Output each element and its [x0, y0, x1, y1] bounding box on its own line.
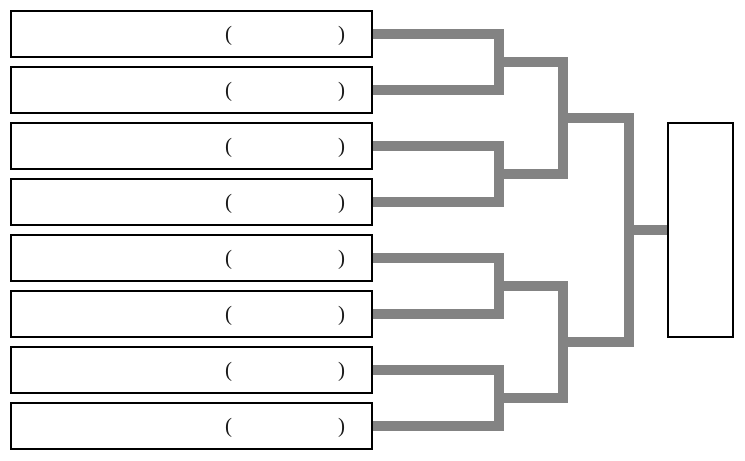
connector-match4-winner-line	[504, 393, 568, 403]
open-paren: (	[225, 413, 232, 438]
open-paren: (	[225, 245, 232, 270]
connector-semifinal-bottom-vertical	[558, 281, 568, 403]
participant-slot-8: ( )	[10, 402, 373, 450]
open-paren: (	[225, 357, 232, 382]
open-paren: (	[225, 189, 232, 214]
connector-slot6-stub	[373, 309, 504, 319]
close-paren: )	[338, 245, 345, 270]
open-paren: (	[225, 133, 232, 158]
champion-box	[667, 122, 734, 338]
connector-match1-vertical	[494, 29, 504, 95]
open-paren: (	[225, 21, 232, 46]
connector-slot5-stub	[373, 253, 504, 263]
close-paren: )	[338, 189, 345, 214]
connector-match3-vertical	[494, 253, 504, 319]
participant-slot-7: ( )	[10, 346, 373, 394]
connector-slot4-stub	[373, 197, 504, 207]
connector-semifinal-top-vertical	[558, 57, 568, 179]
connector-slot2-stub	[373, 85, 504, 95]
open-paren: (	[225, 77, 232, 102]
connector-match2-vertical	[494, 141, 504, 207]
connector-match1-winner-line	[504, 57, 568, 67]
open-paren: (	[225, 301, 232, 326]
participant-slot-1: ( )	[10, 10, 373, 58]
connector-semifinal-top-winner-line	[568, 113, 634, 123]
close-paren: )	[338, 357, 345, 382]
participant-slot-6: ( )	[10, 290, 373, 338]
connector-match3-winner-line	[504, 281, 568, 291]
participant-slot-5: ( )	[10, 234, 373, 282]
connector-slot3-stub	[373, 141, 504, 151]
close-paren: )	[338, 133, 345, 158]
connector-final-vertical	[624, 113, 634, 347]
participant-slot-2: ( )	[10, 66, 373, 114]
connector-slot7-stub	[373, 365, 504, 375]
participant-slot-4: ( )	[10, 178, 373, 226]
close-paren: )	[338, 413, 345, 438]
connector-slot1-stub	[373, 29, 504, 39]
connector-semifinal-bottom-winner-line	[568, 337, 634, 347]
close-paren: )	[338, 77, 345, 102]
close-paren: )	[338, 21, 345, 46]
close-paren: )	[338, 301, 345, 326]
connector-slot8-stub	[373, 421, 504, 431]
participant-slot-3: ( )	[10, 122, 373, 170]
connector-match2-winner-line	[504, 169, 568, 179]
connector-final-winner-line	[634, 225, 667, 235]
connector-match4-vertical	[494, 365, 504, 431]
